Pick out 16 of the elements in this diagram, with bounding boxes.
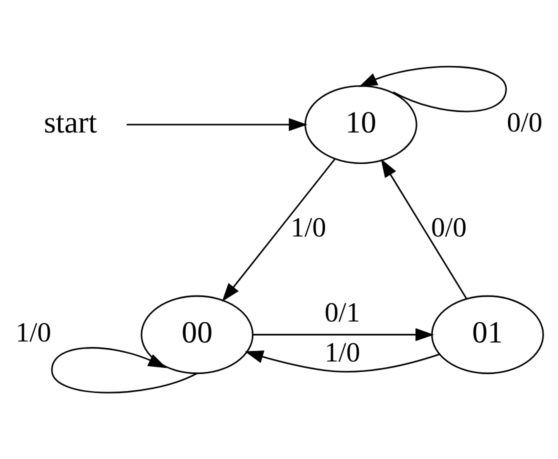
node-ellipse: 00 (140, 295, 254, 374)
arrow (222, 158, 336, 302)
arrow (126, 118, 308, 132)
edge-label: 0/0 (506, 107, 542, 138)
node-text: start (44, 104, 98, 140)
edge-label: 1/0 (16, 317, 52, 348)
arrow (380, 158, 467, 299)
edge-label: 1/0 (324, 338, 360, 369)
edge-label: 0/1 (324, 297, 360, 328)
node-ellipse: 10 (304, 85, 418, 164)
arrow (244, 350, 440, 372)
node-ellipse: 01 (431, 295, 544, 374)
edge-label: 0/0 (431, 212, 467, 244)
arrow (253, 328, 434, 342)
arrow (358, 66, 507, 112)
edge-label: 1/0 (290, 212, 326, 244)
